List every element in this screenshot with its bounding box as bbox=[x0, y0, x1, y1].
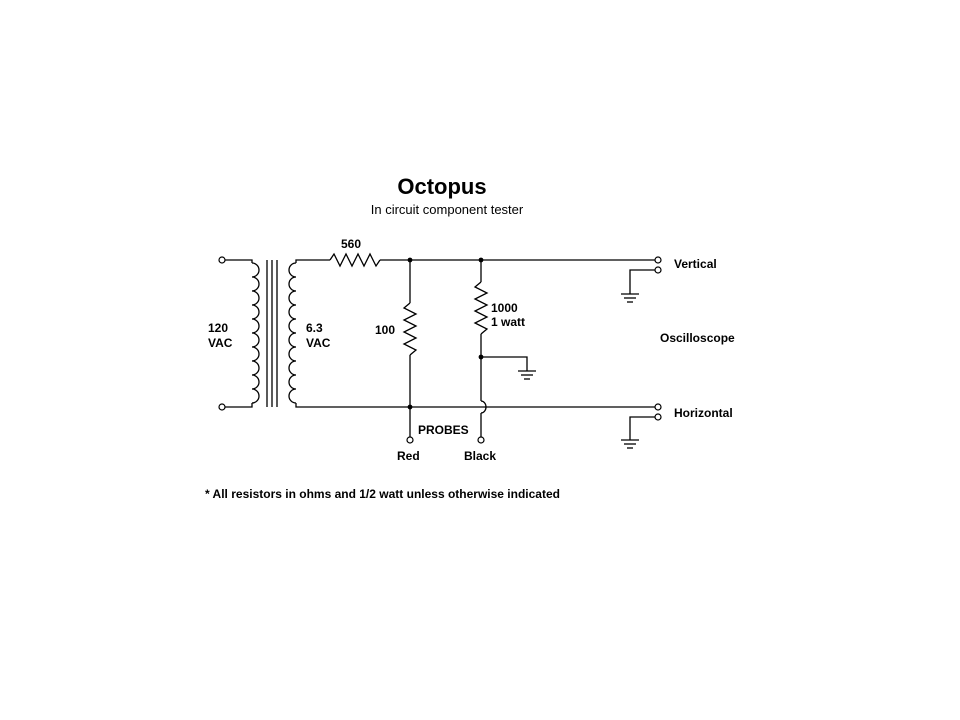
horizontal-label: Horizontal bbox=[674, 406, 733, 420]
diagram-title: Octopus bbox=[397, 174, 486, 199]
ground-symbol-vertical bbox=[621, 293, 639, 303]
transformer: 120 VAC 6.3 VAC bbox=[208, 256, 410, 411]
resistor-100-label: 100 bbox=[375, 323, 395, 337]
ground-symbol-horizontal bbox=[621, 439, 639, 449]
vertical-terminal-signal bbox=[654, 256, 662, 264]
load-ground-wire bbox=[481, 356, 528, 371]
secondary-lead-top bbox=[295, 259, 330, 263]
secondary-voltage-label-2: VAC bbox=[306, 336, 331, 350]
primary-lead-bottom bbox=[225, 403, 253, 408]
horizontal-terminal-ground bbox=[654, 413, 662, 421]
ground-symbol-center bbox=[518, 370, 536, 380]
resistor-100 bbox=[402, 302, 418, 356]
primary-winding bbox=[251, 262, 260, 404]
footnote: * All resistors in ohms and 1/2 watt unl… bbox=[205, 487, 560, 501]
resistor-560 bbox=[329, 252, 381, 268]
vertical-terminal-ground bbox=[654, 266, 662, 274]
secondary-lead-bottom bbox=[295, 403, 410, 408]
black-probe-label: Black bbox=[464, 449, 496, 463]
resistor-1000 bbox=[473, 281, 489, 335]
probes-label: PROBES bbox=[418, 423, 469, 437]
secondary-voltage-label-1: 6.3 bbox=[306, 321, 323, 335]
horizontal-ground-wire bbox=[629, 416, 655, 440]
black-probe-terminal bbox=[477, 436, 485, 444]
diagram-subtitle: In circuit component tester bbox=[371, 202, 524, 217]
primary-terminal-bottom bbox=[218, 403, 226, 411]
horizontal-terminal-signal bbox=[654, 403, 662, 411]
primary-voltage-label-1: 120 bbox=[208, 321, 228, 335]
resistor-1000-label-1: 1000 bbox=[491, 301, 518, 315]
secondary-winding bbox=[288, 262, 297, 404]
primary-lead-top bbox=[225, 259, 253, 263]
resistor-1000-label-2: 1 watt bbox=[491, 315, 525, 329]
vertical-ground-wire bbox=[629, 269, 655, 294]
red-probe-label: Red bbox=[397, 449, 420, 463]
red-probe-terminal bbox=[406, 436, 414, 444]
oscilloscope-label: Oscilloscope bbox=[660, 331, 735, 345]
vertical-label: Vertical bbox=[674, 257, 717, 271]
primary-terminal-top bbox=[218, 256, 226, 264]
resistor-560-label: 560 bbox=[341, 237, 361, 251]
primary-voltage-label-2: VAC bbox=[208, 336, 233, 350]
